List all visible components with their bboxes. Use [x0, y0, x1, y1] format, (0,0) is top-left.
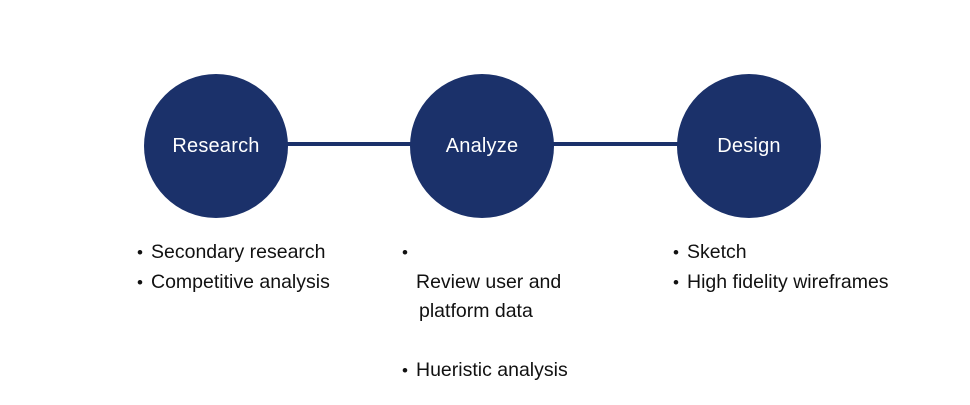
bullet-item: Secondary research [137, 238, 330, 268]
stage-label-analyze: Analyze [445, 134, 519, 157]
connector-line-research-analyze [285, 142, 413, 146]
bullet-text-line: Review user and [416, 270, 562, 293]
bullet-item: High fidelity wireframes [673, 268, 889, 298]
stage-label-design: Design [717, 134, 781, 157]
bullet-item: Review user and platform data [402, 238, 568, 356]
stage-circle-research: Research [144, 74, 288, 218]
bullet-item: Hueristic analysis [402, 356, 568, 386]
design-bullet-list: Sketch High fidelity wireframes [673, 238, 889, 297]
bullet-item: Competitive analysis [137, 268, 330, 298]
connector-line-analyze-design [551, 142, 679, 146]
analyze-bullet-list: Review user and platform data Hueristic … [402, 238, 568, 386]
research-bullet-list: Secondary research Competitive analysis [137, 238, 330, 297]
stage-label-research: Research [172, 134, 260, 157]
bullet-item: Sketch [673, 238, 889, 268]
bullet-text-continuation: platform data [419, 300, 533, 322]
stage-circle-analyze: Analyze [410, 74, 554, 218]
stage-circle-design: Design [677, 74, 821, 218]
